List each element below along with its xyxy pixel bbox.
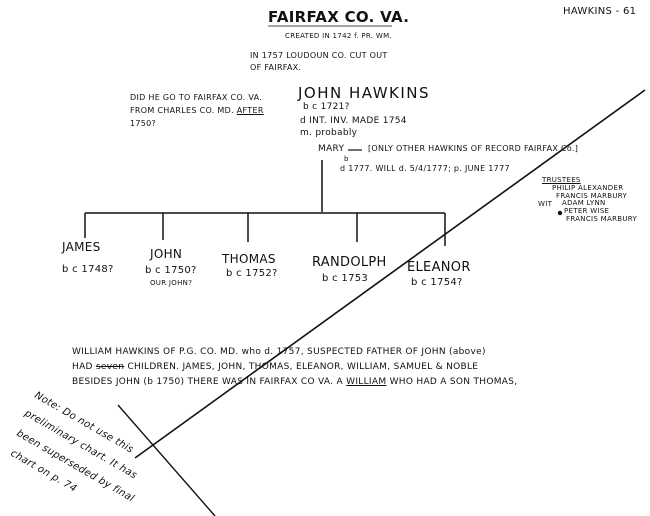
created-note: CREATED IN 1742 f. PR. WM. bbox=[285, 32, 392, 40]
child-john-date: b c 1750? bbox=[145, 265, 197, 276]
question-line1: DID HE GO TO FAIRFAX CO. VA. bbox=[130, 93, 263, 102]
bullet-mark bbox=[557, 210, 563, 216]
witness-2: PETER WISE bbox=[564, 207, 610, 215]
subject-married: m. probably bbox=[300, 128, 358, 138]
child-james-name: JAMES bbox=[62, 240, 101, 254]
question-line2: FROM CHARLES CO. MD. AFTER bbox=[130, 106, 264, 115]
child-john-name: JOHN bbox=[150, 247, 183, 261]
spouse-born: b bbox=[344, 155, 349, 163]
witness-3: FRANCIS MARBURY bbox=[566, 215, 638, 223]
wit-label: WIT bbox=[538, 200, 553, 208]
child-eleanor-name: ELEANOR bbox=[407, 260, 471, 275]
spouse-name: MARY bbox=[318, 144, 345, 154]
footer-children-list: CHILDREN. JAMES, JOHN, THOMAS, ELEANOR, … bbox=[127, 362, 479, 372]
note-boundary-line bbox=[117, 404, 216, 516]
footer-son: WHO HAD A SON THOMAS, bbox=[389, 377, 518, 387]
footer-besides: BESIDES JOHN (b 1750) THERE WAS IN FAIRF… bbox=[72, 377, 343, 387]
spouse-died: d 1777. WILL d. 5/4/1777; p. JUNE 1777 bbox=[340, 164, 510, 173]
subject-name: JOHN HAWKINS bbox=[298, 84, 431, 102]
subject-died: d INT. INV. MADE 1754 bbox=[300, 116, 407, 126]
child-thomas-name: THOMAS bbox=[222, 252, 276, 266]
child-john-note: OUR JOHN? bbox=[150, 279, 193, 287]
question-line2-text: FROM CHARLES CO. MD. bbox=[130, 106, 234, 115]
trustee-2: FRANCIS MARBURY bbox=[556, 192, 628, 200]
loudoun-note-line2: OF FAIRFAX. bbox=[250, 63, 302, 72]
child-james-date: b c 1748? bbox=[62, 264, 114, 275]
child-eleanor-date: b c 1754? bbox=[411, 277, 463, 288]
loudoun-note-line1: IN 1757 LOUDOUN CO. CUT OUT bbox=[250, 51, 388, 60]
footer-line1: WILLIAM HAWKINS OF P.G. CO. MD. who d. 1… bbox=[72, 347, 486, 357]
footer-struck-word: seven bbox=[95, 362, 125, 372]
question-line3: 1750? bbox=[130, 119, 157, 128]
child-randolph-name: RANDOLPH bbox=[312, 255, 387, 270]
subject-born: b c 1721? bbox=[303, 102, 350, 112]
trustees-heading: TRUSTEES bbox=[542, 176, 581, 184]
trustee-1: PHILIP ALEXANDER bbox=[552, 184, 624, 192]
spouse-note: [ONLY OTHER HAWKINS OF RECORD FAIRFAX Co… bbox=[368, 144, 579, 153]
subject-died-text: INT. INV. MADE 1754 bbox=[309, 116, 407, 126]
question-after: AFTER bbox=[236, 106, 264, 115]
witness-1: ADAM LYNN bbox=[562, 199, 606, 207]
page-title: FAIRFAX CO. VA. bbox=[268, 8, 410, 26]
footer-william: WILLIAM bbox=[346, 377, 387, 387]
footer-line3: BESIDES JOHN (b 1750) THERE WAS IN FAIRF… bbox=[72, 377, 517, 387]
footer-had: HAD bbox=[72, 362, 93, 372]
page-id: HAWKINS - 61 bbox=[563, 6, 637, 17]
subject-died-prefix: d bbox=[300, 116, 307, 126]
child-randolph-date: b c 1753 bbox=[322, 273, 369, 284]
footer-line2: HAD seven CHILDREN. JAMES, JOHN, THOMAS,… bbox=[72, 362, 478, 372]
child-thomas-date: b c 1752? bbox=[226, 268, 278, 279]
diagonal-strike-line bbox=[134, 89, 646, 459]
